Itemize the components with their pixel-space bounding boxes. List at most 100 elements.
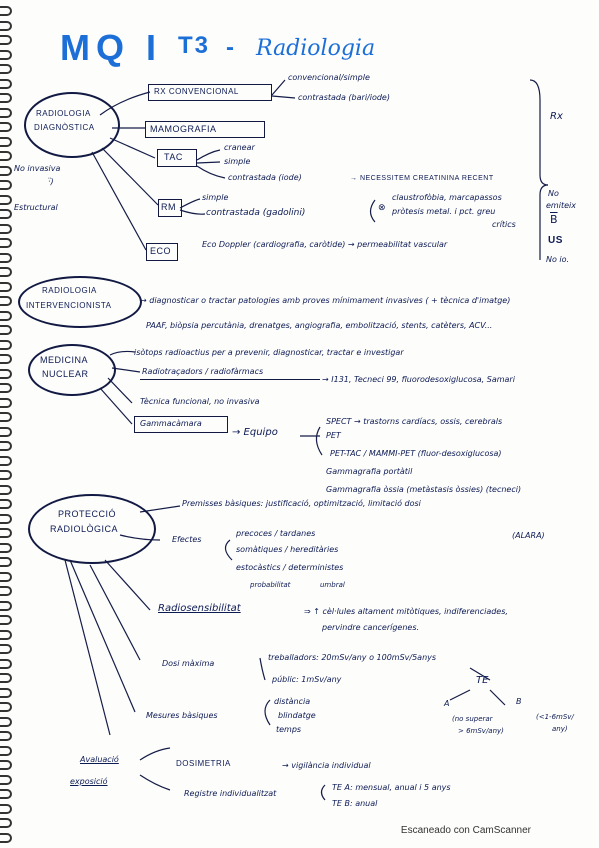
dosimetria-note: → vigilància individual bbox=[282, 761, 371, 770]
teb-line: TE B: anual bbox=[332, 799, 378, 808]
spiral-ring bbox=[0, 600, 12, 611]
mamografia-box bbox=[145, 121, 265, 138]
nuclear-label-2: NUCLEAR bbox=[42, 369, 89, 379]
title-code: T3 bbox=[178, 32, 211, 59]
diagnostica-oval bbox=[24, 92, 120, 158]
tac-item-2: simple bbox=[224, 157, 251, 166]
right-noio: No io. bbox=[546, 255, 570, 264]
tac-note: → necessitem CREATININA RECENT bbox=[350, 175, 494, 182]
intervencionista-oval bbox=[18, 276, 142, 328]
title-subtitle: Radiologia bbox=[256, 36, 376, 61]
radiosensibilitat-line-1: ⇒ ↑ cèl·lules altament mitòtiques, indif… bbox=[304, 607, 508, 616]
mesures-item-2: blindatge bbox=[278, 711, 316, 720]
intervencionista-label-1: RADIOLOGIA bbox=[42, 286, 97, 295]
spiral-ring bbox=[0, 325, 12, 335]
te-label: TE bbox=[476, 675, 489, 686]
spiral-ring bbox=[0, 136, 12, 147]
efectes-umbral: umbral bbox=[320, 581, 345, 589]
rm-cross-icon: ⊗ bbox=[378, 203, 386, 213]
proteccio-label-1: PROTECCIÓ bbox=[58, 509, 117, 519]
spiral-ring bbox=[0, 252, 12, 263]
right-rx: Rx bbox=[550, 111, 563, 122]
rm-label: RM bbox=[161, 202, 176, 212]
spiral-ring bbox=[0, 586, 12, 596]
radiosensibilitat-label: Radiosensibilitat bbox=[158, 603, 241, 614]
diagnostica-label-1: RADIOLOGIA bbox=[36, 109, 91, 118]
spiral-ring bbox=[0, 818, 12, 828]
nuclear-line-1: isòtops radioactius per a prevenir, diag… bbox=[134, 348, 404, 357]
spiral-ring bbox=[0, 832, 12, 843]
spiral-ring bbox=[0, 629, 12, 640]
dosi-item-1: treballadors: 20mSv/any o 100mSv/5anys bbox=[268, 653, 437, 662]
efectes-item-3: estocàstics / deterministes bbox=[236, 563, 344, 572]
avaluacio-label-2: exposició bbox=[70, 777, 108, 786]
spiral-binding bbox=[0, 0, 14, 848]
te-a-note-1: (no superar bbox=[452, 715, 493, 723]
radiosensibilitat-line-2: pervindre cancerígenes. bbox=[322, 623, 420, 632]
spiral-ring bbox=[0, 513, 12, 524]
spiral-ring bbox=[0, 731, 12, 741]
nuclear-line-2-tail: → I131, Tecneci 99, fluorodesoxiglucosa,… bbox=[322, 375, 515, 384]
nuclear-line-2-head: Radiotraçadors / radiofàrmacs bbox=[142, 367, 264, 376]
spiral-ring bbox=[0, 35, 12, 45]
gammacamara-label: Gammacàmara bbox=[140, 419, 202, 428]
efectes-probabilitat: probabilitat bbox=[250, 581, 291, 589]
spiral-ring bbox=[0, 745, 12, 756]
spiral-ring bbox=[0, 760, 12, 770]
spiral-ring bbox=[0, 78, 12, 89]
spiral-ring bbox=[0, 716, 12, 727]
rm-note-3: crítics bbox=[492, 220, 516, 229]
right-us: US bbox=[548, 235, 563, 246]
left-note-arrow: ⋅̈) bbox=[48, 177, 54, 186]
spiral-ring bbox=[0, 455, 12, 466]
eco-item: Eco Doppler (cardiografia, caròtide) → p… bbox=[202, 240, 448, 249]
te-b-label: B bbox=[516, 697, 522, 706]
mesures-label: Mesures bàsiques bbox=[146, 711, 218, 720]
spiral-ring bbox=[0, 339, 12, 350]
registre-label: Registre individualitzat bbox=[184, 789, 277, 798]
mesures-item-3: temps bbox=[276, 725, 302, 734]
dosi-label: Dosi màxima bbox=[162, 659, 215, 668]
spiral-ring bbox=[0, 528, 12, 538]
spiral-ring bbox=[0, 615, 12, 625]
intervencionista-label-2: INTERVENCIONISTA bbox=[26, 301, 112, 310]
spiral-ring bbox=[0, 223, 12, 234]
tac-label: TAC bbox=[164, 152, 183, 162]
spiral-ring bbox=[0, 571, 12, 582]
spiral-ring bbox=[0, 368, 12, 379]
spiral-ring bbox=[0, 441, 12, 451]
eco-box bbox=[146, 243, 178, 261]
left-note-estructural: Estructural bbox=[14, 203, 58, 212]
spiral-ring bbox=[0, 165, 12, 176]
right-no: No bbox=[548, 189, 559, 198]
diagnostica-label-2: DIAGNÒSTICA bbox=[34, 123, 95, 132]
rm-note-1: claustrofòbia, marcapassos bbox=[392, 193, 502, 202]
rx-convencional-label: RX CONVENCIONAL bbox=[154, 87, 239, 96]
left-note-no-invasiva: No invasiva bbox=[14, 164, 61, 173]
title-main: MQ I bbox=[60, 27, 162, 68]
spiral-ring bbox=[0, 209, 12, 219]
te-a-note-2: > 6mSv/any) bbox=[458, 727, 504, 735]
equipo-label: → Equipo bbox=[232, 427, 278, 438]
rx-convencional-box bbox=[148, 84, 272, 101]
equipo-item-5: Gammagrafia òssia (metàstasis òssies) (t… bbox=[326, 485, 522, 494]
efectes-item-2: somàtiques / hereditàries bbox=[236, 545, 339, 554]
spiral-ring bbox=[0, 93, 12, 103]
equipo-item-1: SPECT → trastorns cardíacs, ossis, cereb… bbox=[326, 417, 503, 426]
spiral-ring bbox=[0, 107, 12, 118]
rx-conv-item-1: convencional/simple bbox=[288, 73, 370, 82]
mamografia-label: MAMOGRAFIA bbox=[150, 124, 217, 134]
spiral-ring bbox=[0, 499, 12, 509]
spiral-ring bbox=[0, 803, 12, 814]
intervencionista-line-1: → diagnosticar o tractar patologies amb … bbox=[140, 296, 511, 305]
spiral-ring bbox=[0, 194, 12, 205]
spiral-ring bbox=[0, 397, 12, 408]
te-a-label: A bbox=[444, 699, 450, 708]
right-b: B bbox=[550, 213, 558, 226]
spiral-ring bbox=[0, 281, 12, 292]
mesures-item-1: distància bbox=[274, 697, 311, 706]
spiral-ring bbox=[0, 238, 12, 248]
spiral-ring bbox=[0, 687, 12, 698]
